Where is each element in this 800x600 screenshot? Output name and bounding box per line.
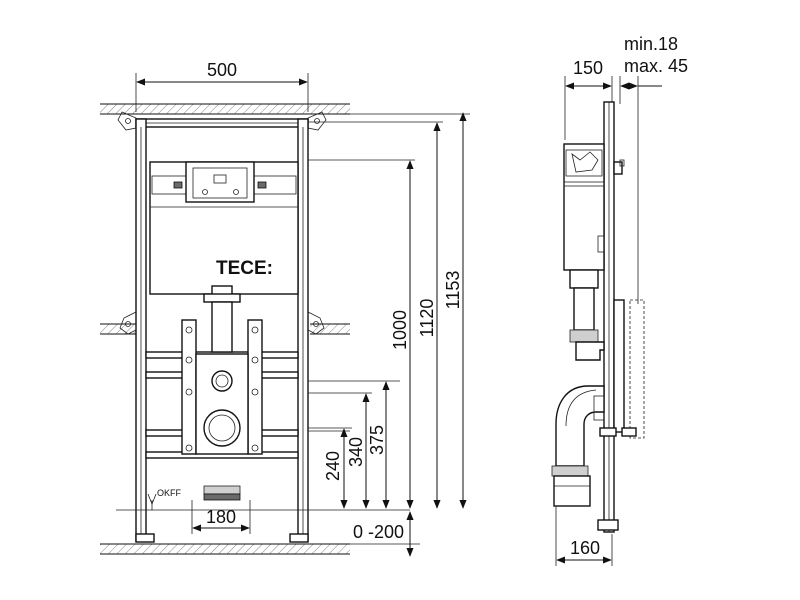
dim-1153-label: 1153 bbox=[443, 271, 463, 310]
dim-heights: 1153 1120 1000 375 340 240 0 -200 bbox=[308, 112, 467, 557]
dim-150-label: 150 bbox=[573, 58, 603, 78]
brand-label: TECE: bbox=[216, 258, 273, 279]
dim-depth: 150 min.18 max. 45 bbox=[564, 34, 688, 304]
dim-outlet-depth: 160 bbox=[555, 506, 613, 566]
drain-connections bbox=[203, 370, 241, 447]
side-cistern bbox=[563, 143, 605, 271]
top-wall-band bbox=[100, 103, 470, 115]
dim-375-label: 375 bbox=[367, 425, 387, 455]
bottom-outlet bbox=[203, 485, 241, 501]
dim-0-200-label: 0 -200 bbox=[353, 522, 404, 542]
dim-340-label: 340 bbox=[346, 437, 366, 467]
mounting-plates bbox=[181, 319, 263, 455]
flush-pipe bbox=[203, 285, 241, 353]
side-flush-pipe bbox=[569, 269, 605, 361]
dim-500-label: 500 bbox=[207, 60, 237, 80]
dim-240-label: 240 bbox=[323, 451, 343, 481]
side-drain-bend bbox=[551, 385, 605, 507]
dim-outlet-width: 180 bbox=[191, 500, 251, 534]
dim-1120-label: 1120 bbox=[417, 299, 437, 338]
dim-frame-width: 500 bbox=[135, 60, 309, 112]
side-view: 150 min.18 max. 45 bbox=[551, 34, 688, 566]
front-view: TECE: bbox=[100, 60, 470, 557]
floor-level-marker: OKFF bbox=[116, 488, 410, 511]
dim-160-label: 160 bbox=[570, 538, 600, 558]
dim-max-label: max. 45 bbox=[624, 56, 688, 76]
floor-band bbox=[100, 543, 420, 555]
cistern: TECE: bbox=[149, 161, 299, 295]
dim-1000-label: 1000 bbox=[390, 310, 410, 350]
side-frame bbox=[597, 101, 645, 533]
dim-180-label: 180 bbox=[206, 507, 236, 527]
floor-label: OKFF bbox=[157, 488, 182, 498]
dim-min-label: min.18 bbox=[624, 34, 678, 54]
